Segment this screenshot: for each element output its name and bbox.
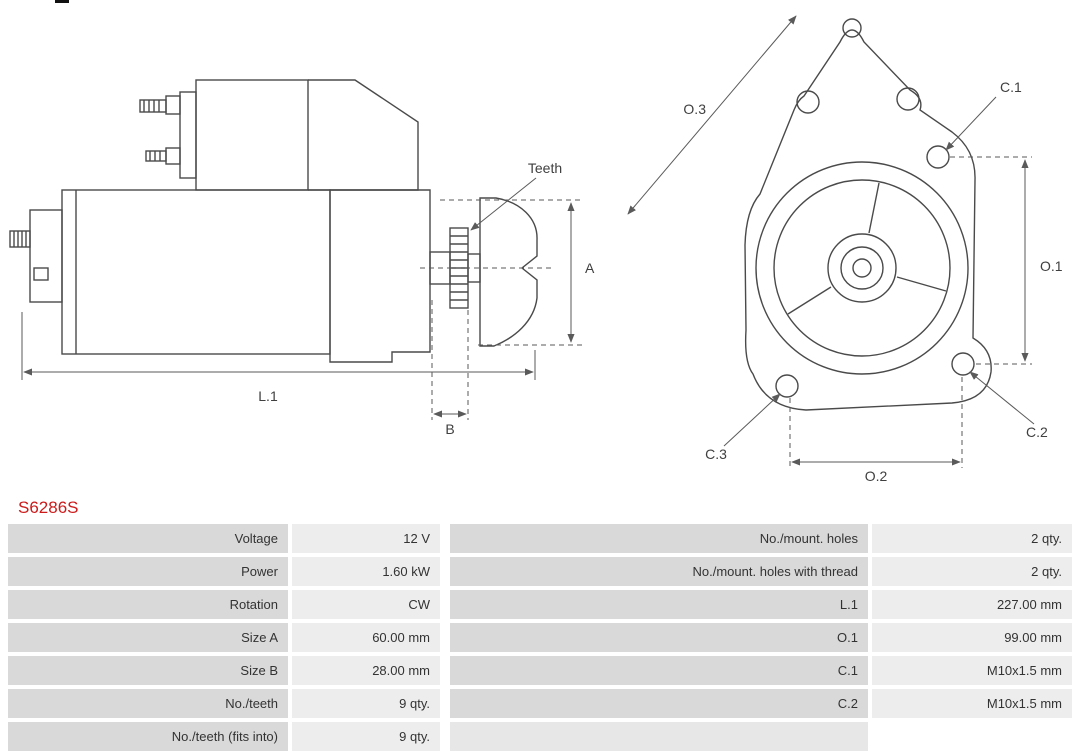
spec-row-o1: O.1 99.00 mm (450, 623, 1072, 652)
spec-value: 227.00 mm (872, 590, 1072, 619)
dim-label-teeth: Teeth (528, 160, 562, 176)
technical-drawing: L.1 B A Teeth (9, 15, 1063, 484)
dim-label-a: A (585, 260, 595, 276)
dim-label-c1: C.1 (1000, 79, 1022, 95)
spec-row-size-b: Size B 28.00 mm (8, 656, 440, 685)
spec-label: L.1 (450, 590, 868, 619)
spec-row-l1: L.1 227.00 mm (450, 590, 1072, 619)
dim-label-l1: L.1 (258, 388, 278, 404)
spec-column-right: No./mount. holes 2 qty. No./mount. holes… (450, 524, 1072, 751)
dim-label-o3: O.3 (683, 101, 706, 117)
spec-value: 1.60 kW (292, 557, 440, 586)
mount-hole-c1 (926, 145, 950, 169)
spec-label: C.2 (450, 689, 868, 718)
spec-label: Size A (8, 623, 288, 652)
spec-value: 99.00 mm (872, 623, 1072, 652)
spec-label: No./teeth (fits into) (8, 722, 288, 751)
corner-mark (55, 0, 69, 3)
dim-label-b: B (445, 421, 454, 437)
spec-value (872, 722, 1072, 751)
spec-row-teeth: No./teeth 9 qty. (8, 689, 440, 718)
spec-value: M10x1.5 mm (872, 689, 1072, 718)
spec-label: No./teeth (8, 689, 288, 718)
dim-label-c3: C.3 (705, 446, 727, 462)
spec-label: Rotation (8, 590, 288, 619)
dim-label-o2: O.2 (865, 468, 888, 484)
spec-row-teeth-fits-into: No./teeth (fits into) 9 qty. (8, 722, 440, 751)
spec-value: 2 qty. (872, 524, 1072, 553)
spec-value: 12 V (292, 524, 440, 553)
spec-row-size-a: Size A 60.00 mm (8, 623, 440, 652)
dim-label-c2: C.2 (1026, 424, 1048, 440)
spec-row-c2: C.2 M10x1.5 mm (450, 689, 1072, 718)
mount-hole-c3 (775, 374, 799, 398)
top-tab-hole (842, 18, 862, 38)
spec-value: 9 qty. (292, 722, 440, 751)
spec-value: 2 qty. (872, 557, 1072, 586)
spec-table: Voltage 12 V Power 1.60 kW Rotation CW S… (0, 524, 1080, 751)
front-view-dimensions (627, 15, 1035, 468)
spec-value: 9 qty. (292, 689, 440, 718)
spec-row-mount-holes-thread: No./mount. holes with thread 2 qty. (450, 557, 1072, 586)
spec-row-empty (450, 722, 1072, 751)
spec-row-power: Power 1.60 kW (8, 557, 440, 586)
mount-hole-c2 (951, 352, 975, 376)
spec-label: O.1 (450, 623, 868, 652)
spec-label: Size B (8, 656, 288, 685)
spec-row-mount-holes: No./mount. holes 2 qty. (450, 524, 1072, 553)
side-view-dimensions (21, 177, 582, 420)
spec-label: C.1 (450, 656, 868, 685)
spec-label: No./mount. holes with thread (450, 557, 868, 586)
spec-value: M10x1.5 mm (872, 656, 1072, 685)
side-view-starter (9, 79, 538, 363)
spec-label (450, 722, 868, 751)
spec-value: 28.00 mm (292, 656, 440, 685)
spec-column-left: Voltage 12 V Power 1.60 kW Rotation CW S… (8, 524, 440, 751)
spec-label: Power (8, 557, 288, 586)
spec-value: CW (292, 590, 440, 619)
spec-label: No./mount. holes (450, 524, 868, 553)
spec-row-voltage: Voltage 12 V (8, 524, 440, 553)
spec-label: Voltage (8, 524, 288, 553)
spec-row-c1: C.1 M10x1.5 mm (450, 656, 1072, 685)
part-number: S6286S (18, 498, 79, 517)
front-view-flange (744, 18, 992, 411)
spec-row-rotation: Rotation CW (8, 590, 440, 619)
dim-label-o1: O.1 (1040, 258, 1063, 274)
spec-value: 60.00 mm (292, 623, 440, 652)
